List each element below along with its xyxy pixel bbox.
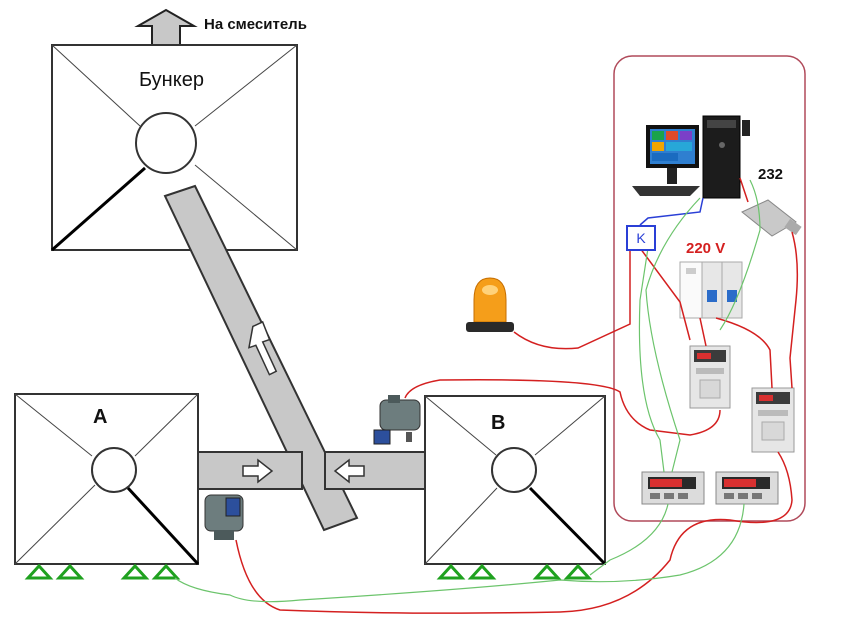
- power-wiring: [235, 177, 799, 614]
- hopper-a: [14, 393, 200, 566]
- voltage-label: 220 V: [686, 240, 726, 257]
- interface-label: 232: [758, 166, 784, 183]
- warning-beacon-icon: [466, 277, 514, 332]
- hopper-a-label: A: [93, 406, 108, 428]
- frequency-drive-2-icon: [751, 387, 795, 453]
- hopper-b-label: B: [491, 412, 506, 434]
- motor-conveyor-b-icon: [373, 395, 421, 445]
- conveyor-a: [197, 451, 303, 490]
- up-arrow-outlet-icon: [134, 8, 198, 47]
- hopper-b: [424, 395, 607, 566]
- motor-conveyor-a-icon: [204, 494, 244, 540]
- rs232-converter-icon: [741, 199, 802, 237]
- outlet-label: На смеситель: [204, 16, 307, 33]
- conveyor-b: [324, 451, 426, 490]
- weight-controller-1-icon: [641, 471, 705, 505]
- weight-controller-2-icon: [715, 471, 779, 505]
- computer-pc-icon: [632, 115, 750, 199]
- signal-wiring: [174, 179, 761, 603]
- relay-label: K: [626, 225, 656, 251]
- inclined-conveyor: [163, 184, 359, 532]
- circuit-breaker-icon: [679, 261, 743, 319]
- frequency-drive-1-icon: [689, 345, 731, 409]
- relay-wiring: [639, 197, 704, 226]
- bunker-label: Бункер: [139, 69, 204, 91]
- load-cell-icon: [24, 563, 593, 580]
